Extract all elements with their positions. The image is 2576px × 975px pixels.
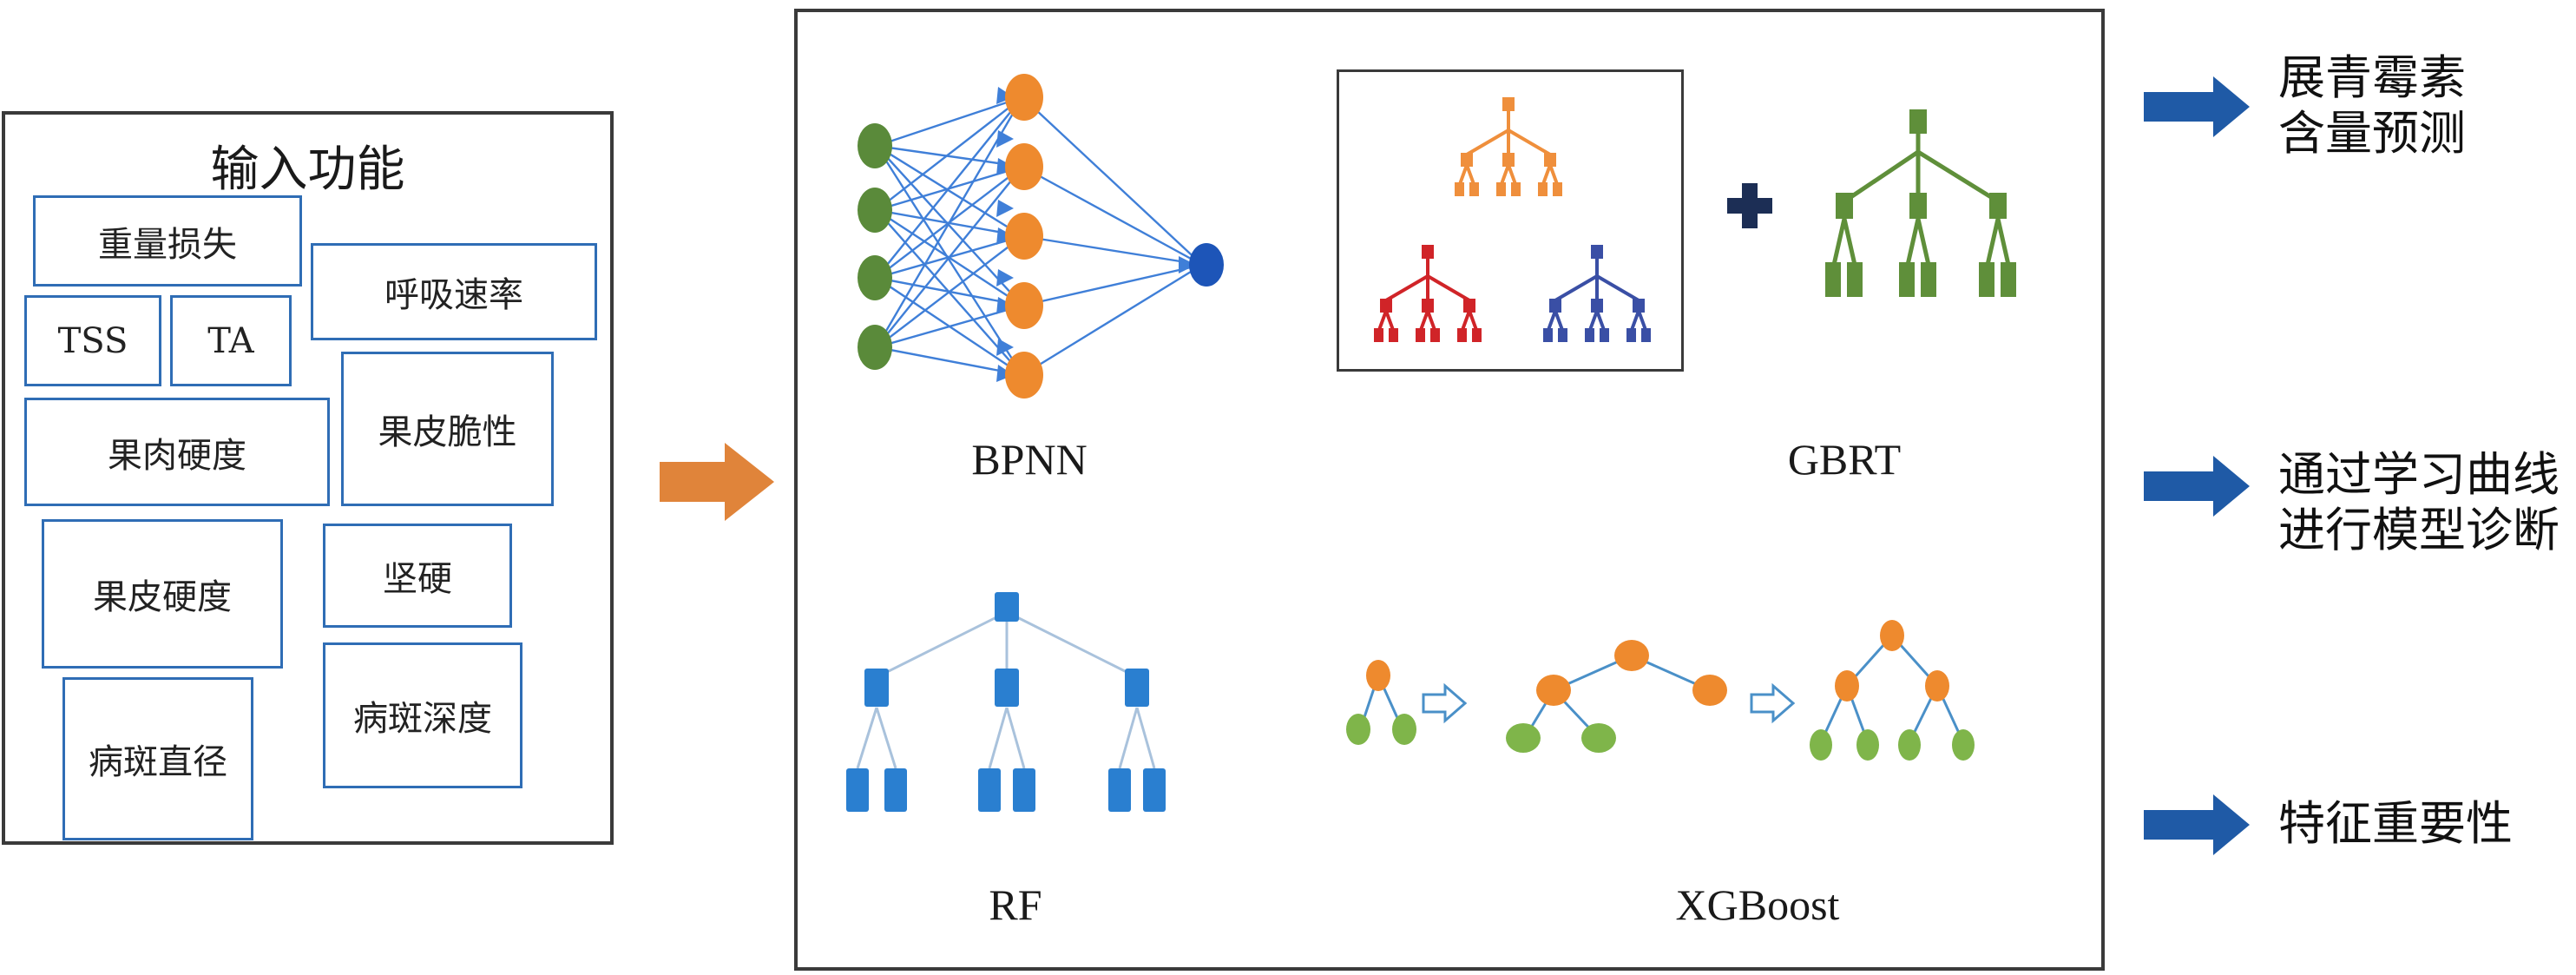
feature-peel-firmness: 果皮硬度 [42, 519, 283, 669]
gbrt-plus-icon [1727, 183, 1772, 228]
gbrt-tree-red [1377, 257, 1478, 331]
feature-weight-loss: 重量损失 [33, 195, 302, 287]
bpnn-input-nodes [858, 123, 892, 370]
feature-ta: TA [170, 295, 292, 386]
output-feature-importance: 特征重要性 [2278, 796, 2513, 852]
gbrt-tree-red-nodes [1374, 245, 1482, 342]
bpnn-label: BPNN [971, 435, 1088, 484]
feature-peel-brittleness: 果皮脆性 [341, 352, 554, 506]
output-arrow-learning-curve [2144, 456, 2250, 517]
gbrt-tree-navy [1547, 257, 1647, 331]
gbrt-tree-orange [1458, 109, 1559, 185]
feature-lesion-depth: 病斑深度 [323, 642, 522, 788]
xgboost-diagram [1346, 620, 1975, 761]
xgboost-label: XGBoost [1675, 880, 1840, 929]
feature-tss: TSS [24, 295, 161, 386]
output-learning-curve-line2: 进行模型诊断 [2278, 503, 2560, 557]
output-feature-importance-line1: 特征重要性 [2278, 796, 2513, 851]
output-learning-curve-line1: 通过学习曲线 [2278, 447, 2560, 502]
feature-respiration-rate: 呼吸速率 [311, 243, 597, 340]
gbrt-tree-orange-nodes [1455, 97, 1562, 196]
input-to-models-arrow [660, 443, 774, 521]
output-arrow-patulin [2144, 76, 2250, 137]
output-patulin-prediction: 展青霉素 含量预测 [2278, 50, 2466, 161]
feature-hardness: 坚硬 [323, 524, 512, 628]
output-arrow-feature-importance [2144, 794, 2250, 855]
gbrt-label: GBRT [1787, 435, 1902, 484]
gbrt-tree-navy-nodes [1543, 245, 1651, 342]
rf-label: RF [989, 880, 1042, 929]
rf-tree-diagram [856, 610, 1156, 769]
output-patulin-line1: 展青霉素 [2278, 50, 2466, 105]
feature-flesh-firmness: 果肉硬度 [24, 398, 330, 506]
bpnn-output-node [1189, 243, 1224, 287]
gbrt-tree-green-nodes [1825, 109, 2016, 297]
rf-tree-nodes [846, 592, 1166, 812]
input-panel-title: 输入功能 [210, 142, 405, 198]
feature-lesion-diameter: 病斑直径 [62, 677, 253, 840]
output-learning-curve-diagnosis: 通过学习曲线 进行模型诊断 [2278, 447, 2560, 558]
bpnn-hidden-nodes [1005, 74, 1043, 399]
output-patulin-line2: 含量预测 [2278, 106, 2466, 161]
